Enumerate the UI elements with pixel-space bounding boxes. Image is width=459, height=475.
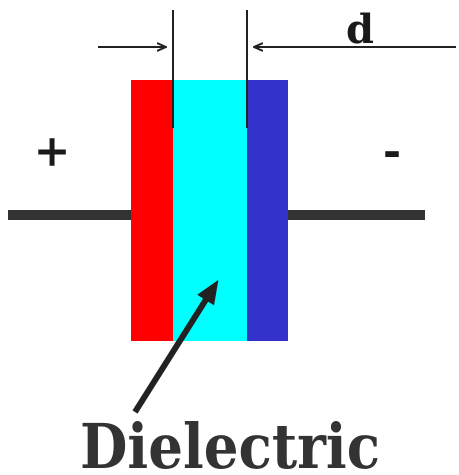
positive-plate <box>131 80 173 341</box>
dielectric-label: Dielectric <box>80 410 380 475</box>
dielectric-layer <box>173 80 247 341</box>
positive-terminal-label: + <box>34 126 71 177</box>
distance-label: d <box>346 6 374 53</box>
negative-terminal-label: - <box>383 126 401 177</box>
dielectric-pointer-arrow <box>132 279 219 414</box>
negative-plate <box>247 80 288 341</box>
